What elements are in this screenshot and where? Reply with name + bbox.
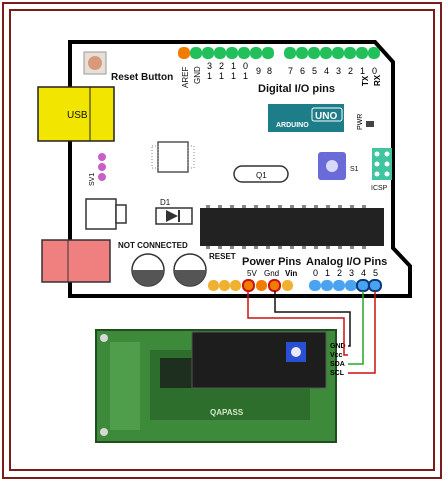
crystal-q1: [233, 165, 289, 183]
sv1-header: [98, 153, 106, 181]
wire-5v: [247, 291, 348, 356]
pin-label-gnd: GND: [193, 66, 202, 84]
power-pin-5v: 5V: [247, 269, 257, 278]
not-connected-label: NOT CONNECTED: [118, 241, 188, 250]
power-jack: [41, 239, 111, 283]
pin-num-3: 3: [336, 66, 341, 76]
pin-num-0: 0: [372, 66, 377, 76]
uno-text: UNO: [315, 111, 337, 122]
pin-num-7: 7: [288, 66, 293, 76]
pin-num-11-bottom: 1: [231, 71, 236, 81]
icsp-header: [372, 148, 392, 180]
pin-num-9: 9: [256, 66, 261, 76]
lcd-pin-sda: SDA: [330, 361, 345, 368]
pin-num-12-top: 2: [219, 61, 224, 71]
pin-num-10-bottom: 1: [243, 71, 248, 81]
q1-label: Q1: [256, 171, 267, 180]
pin-num-6: 6: [300, 66, 305, 76]
power-pins-label: Power Pins: [242, 256, 301, 268]
analog-pin-2: 2: [337, 268, 342, 278]
wire-gnd: [274, 291, 351, 347]
power-header: [208, 279, 293, 292]
lcd-brand-text: QAPASS: [210, 408, 244, 417]
reset-button-cap: [88, 56, 102, 70]
analog-pin-1: 1: [325, 268, 330, 278]
atmega-pins: [206, 205, 366, 249]
pin-num-8: 8: [267, 66, 272, 76]
pin-num-13-top: 3: [207, 61, 212, 71]
pin-label-aref: AREF: [181, 67, 190, 88]
icsp-label: ICSP: [371, 185, 388, 192]
pin-num-5: 5: [312, 66, 317, 76]
usb-port: [37, 86, 115, 142]
pin-label-rx: RX: [373, 74, 382, 86]
analog-pin-0: 0: [313, 268, 318, 278]
arduino-logo: ARDUINO UNO: [268, 104, 344, 132]
pwr-label: PWR: [357, 114, 364, 130]
pin-num-1: 1: [360, 66, 365, 76]
reset-pin-label: RESET: [209, 252, 236, 261]
analog-pins-label: Analog I/O Pins: [306, 256, 387, 268]
arduino-logo-text: ARDUINO: [276, 122, 309, 129]
wire-scl: [348, 291, 376, 374]
pin-num-13-bottom: 1: [207, 71, 212, 81]
s1-label: S1: [350, 166, 359, 173]
pin-num-2: 2: [348, 66, 353, 76]
usb-label: USB: [67, 110, 88, 121]
sv1-label: SV1: [89, 173, 96, 186]
i2c-backpack: [191, 331, 327, 389]
pin-num-12-bottom: 1: [219, 71, 224, 81]
pin-num-4: 4: [324, 66, 329, 76]
lcd-pin-gnd: GND: [330, 343, 346, 350]
analog-pin-3: 3: [349, 268, 354, 278]
lcd-pin-vcc: Vcc: [330, 352, 343, 359]
capacitors: [131, 253, 207, 287]
analog-pin-4: 4: [361, 268, 366, 278]
pwr-led: [366, 121, 374, 127]
power-pin-gnd: Gnd: [264, 269, 279, 278]
wire-sda: [348, 291, 364, 365]
lcd-pin-scl: SCL: [330, 370, 345, 377]
reset-button-label: Reset Button: [111, 72, 173, 83]
pin-num-11-top: 1: [231, 61, 236, 71]
digital-io-label: Digital I/O pins: [258, 83, 335, 95]
usb-chip: [151, 141, 195, 173]
diode-d1: [155, 207, 193, 225]
voltage-regulator: [85, 198, 127, 230]
atmega-chip: [200, 208, 384, 246]
analog-pin-5: 5: [373, 268, 378, 278]
pin-label-tx: TX: [361, 75, 370, 86]
digital-header: [178, 47, 380, 59]
inner-frame: [9, 9, 435, 471]
pin-num-10-top: 0: [243, 61, 248, 71]
power-pin-vin: Vin: [285, 269, 297, 278]
outer-frame: [2, 2, 442, 479]
d1-label: D1: [160, 198, 171, 207]
